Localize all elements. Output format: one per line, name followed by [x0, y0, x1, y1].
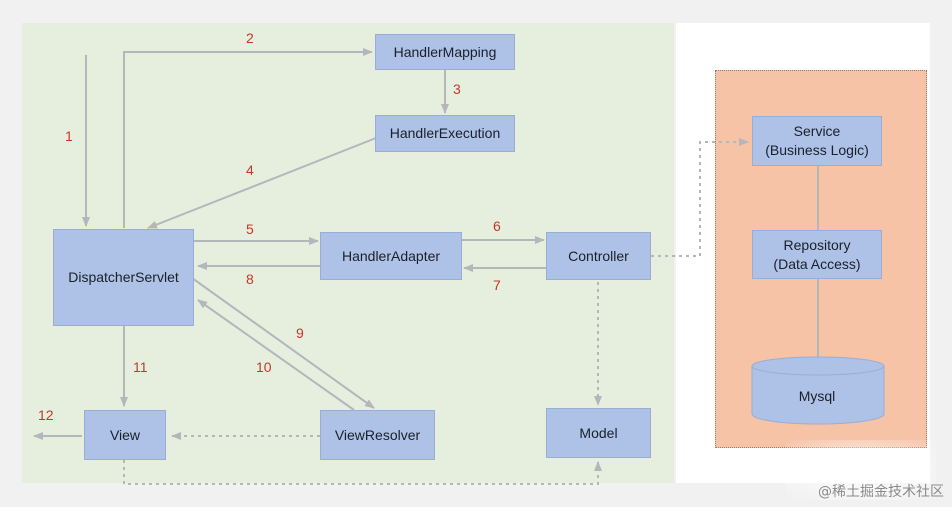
- step-3-label: 3: [453, 81, 461, 97]
- step-7-label: 7: [493, 277, 501, 293]
- mysql-label: Mysql: [798, 387, 836, 404]
- handler-adapter-node: HandlerAdapter: [320, 232, 462, 280]
- step-9-label: 9: [296, 325, 304, 341]
- controller-node: Controller: [546, 232, 651, 280]
- service-node: Service (Business Logic): [752, 116, 882, 166]
- repository-node: Repository (Data Access): [752, 230, 882, 279]
- view-node: View: [84, 410, 166, 460]
- step-6-label: 6: [493, 218, 501, 234]
- arrow-9: [191, 277, 375, 409]
- dotted-view-model: [123, 460, 602, 485]
- step-11-label: 11: [133, 359, 148, 375]
- step-4-label: 4: [246, 162, 254, 178]
- arrow-10: [197, 299, 355, 411]
- arrow-2: [123, 48, 373, 228]
- handler-execution-node: HandlerExecution: [375, 115, 515, 152]
- step-2-label: 2: [246, 30, 254, 46]
- model-node: Model: [546, 408, 651, 458]
- watermark-backdrop: [786, 440, 936, 500]
- step-12-label: 12: [38, 407, 54, 423]
- step-10-label: 10: [256, 359, 272, 375]
- arrow-4: [147, 137, 377, 229]
- dotted-controller-service: [651, 138, 749, 257]
- dispatcher-servlet-node: DispatcherServlet: [53, 229, 194, 326]
- source-watermark: @稀土掘金技术社区: [818, 484, 944, 500]
- step-8-label: 8: [246, 271, 254, 287]
- step-1-label: 1: [65, 128, 73, 144]
- step-5-label: 5: [246, 221, 254, 237]
- view-resolver-node: ViewResolver: [320, 410, 435, 460]
- mysql-database-icon: [751, 356, 885, 425]
- handler-mapping-node: HandlerMapping: [375, 34, 515, 70]
